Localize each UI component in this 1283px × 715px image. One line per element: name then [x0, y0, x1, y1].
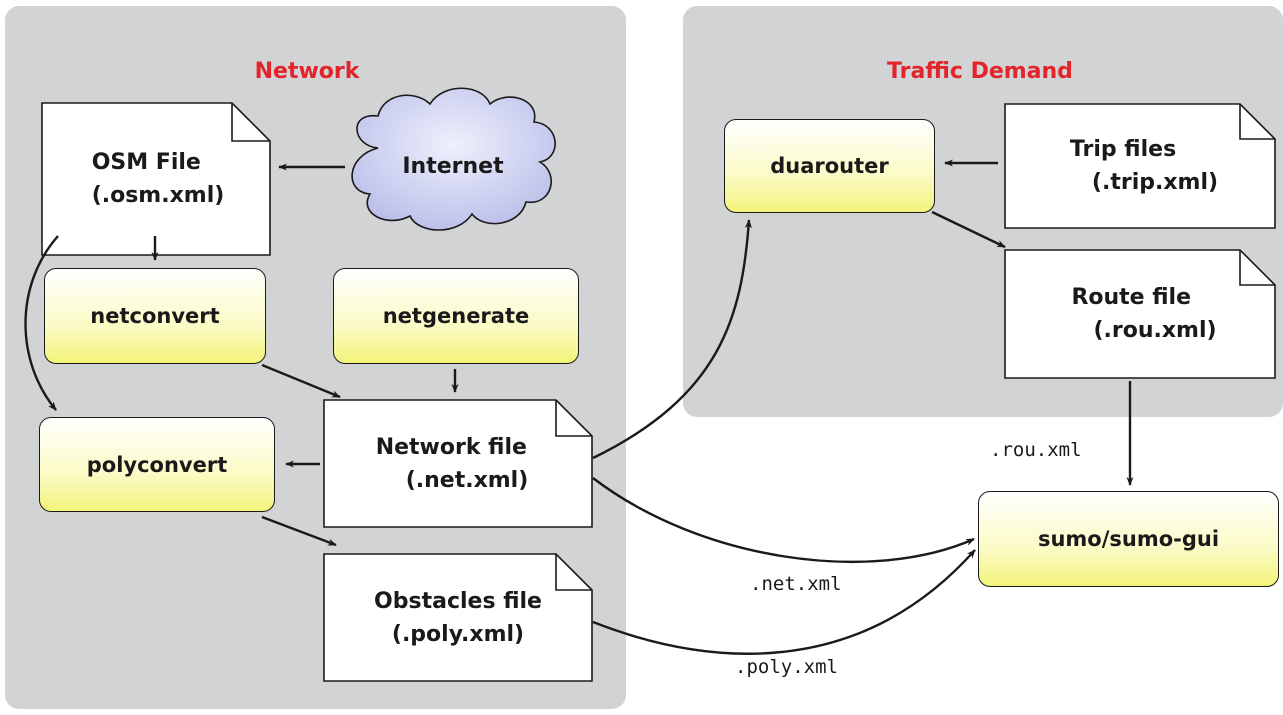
- trip-files-ext: (.trip.xml): [1091, 170, 1219, 195]
- osm-file[interactable]: OSM File (.osm.xml): [42, 103, 270, 255]
- edge-label-rou: .rou.xml: [990, 439, 1082, 461]
- trip-files-name: Trip files: [1069, 137, 1177, 162]
- edge-osm-to-polyconvert: [24, 235, 59, 411]
- netgenerate-box[interactable]: netgenerate: [333, 268, 579, 364]
- edge-network-to-sumo: [592, 477, 975, 564]
- edge-netconvert-to-network: [261, 363, 341, 399]
- sumo-gui-box[interactable]: sumo/sumo-gui: [978, 491, 1279, 587]
- edge-network-to-duarouter: [592, 219, 753, 460]
- edge-label-poly: .poly.xml: [735, 656, 838, 678]
- edge-obstacles-to-sumo: [592, 549, 976, 655]
- obstacles-file-shape: [323, 553, 593, 682]
- edge-duarouter-to-route: [931, 210, 1006, 249]
- route-file[interactable]: Route file (.rou.xml): [1005, 250, 1275, 378]
- osm-file-shape: [41, 102, 271, 256]
- edge-label-net: .net.xml: [750, 573, 842, 595]
- internet-cloud[interactable]: Internet: [402, 153, 504, 179]
- netconvert-box[interactable]: netconvert: [44, 268, 266, 364]
- network-panel-title: Network: [254, 59, 360, 84]
- duarouter-box[interactable]: duarouter: [724, 119, 935, 213]
- internet-cloud-shape: [351, 87, 556, 231]
- osm-file-ext: (.osm.xml): [91, 183, 225, 208]
- trip-files[interactable]: Trip files (.trip.xml): [1005, 104, 1275, 228]
- edge-polyconvert-to-obstacles: [261, 515, 337, 547]
- route-file-shape: [1004, 249, 1276, 379]
- obstacles-file-ext: (.poly.xml): [391, 621, 525, 647]
- obstacles-file-name: Obstacles file: [374, 588, 542, 614]
- network-file-ext: (.net.xml): [405, 467, 529, 493]
- network-file[interactable]: Network file (.net.xml): [324, 400, 592, 527]
- polyconvert-box[interactable]: polyconvert: [39, 417, 275, 512]
- network-file-shape: [323, 399, 593, 528]
- osm-file-name: OSM File: [91, 150, 201, 175]
- route-file-ext: (.rou.xml): [1093, 318, 1217, 343]
- obstacles-file[interactable]: Obstacles file (.poly.xml): [324, 554, 592, 681]
- route-file-name: Route file: [1071, 285, 1192, 310]
- trip-files-shape: [1004, 103, 1276, 229]
- traffic-demand-panel-title: Traffic Demand: [887, 59, 1073, 84]
- network-file-name: Network file: [375, 434, 527, 460]
